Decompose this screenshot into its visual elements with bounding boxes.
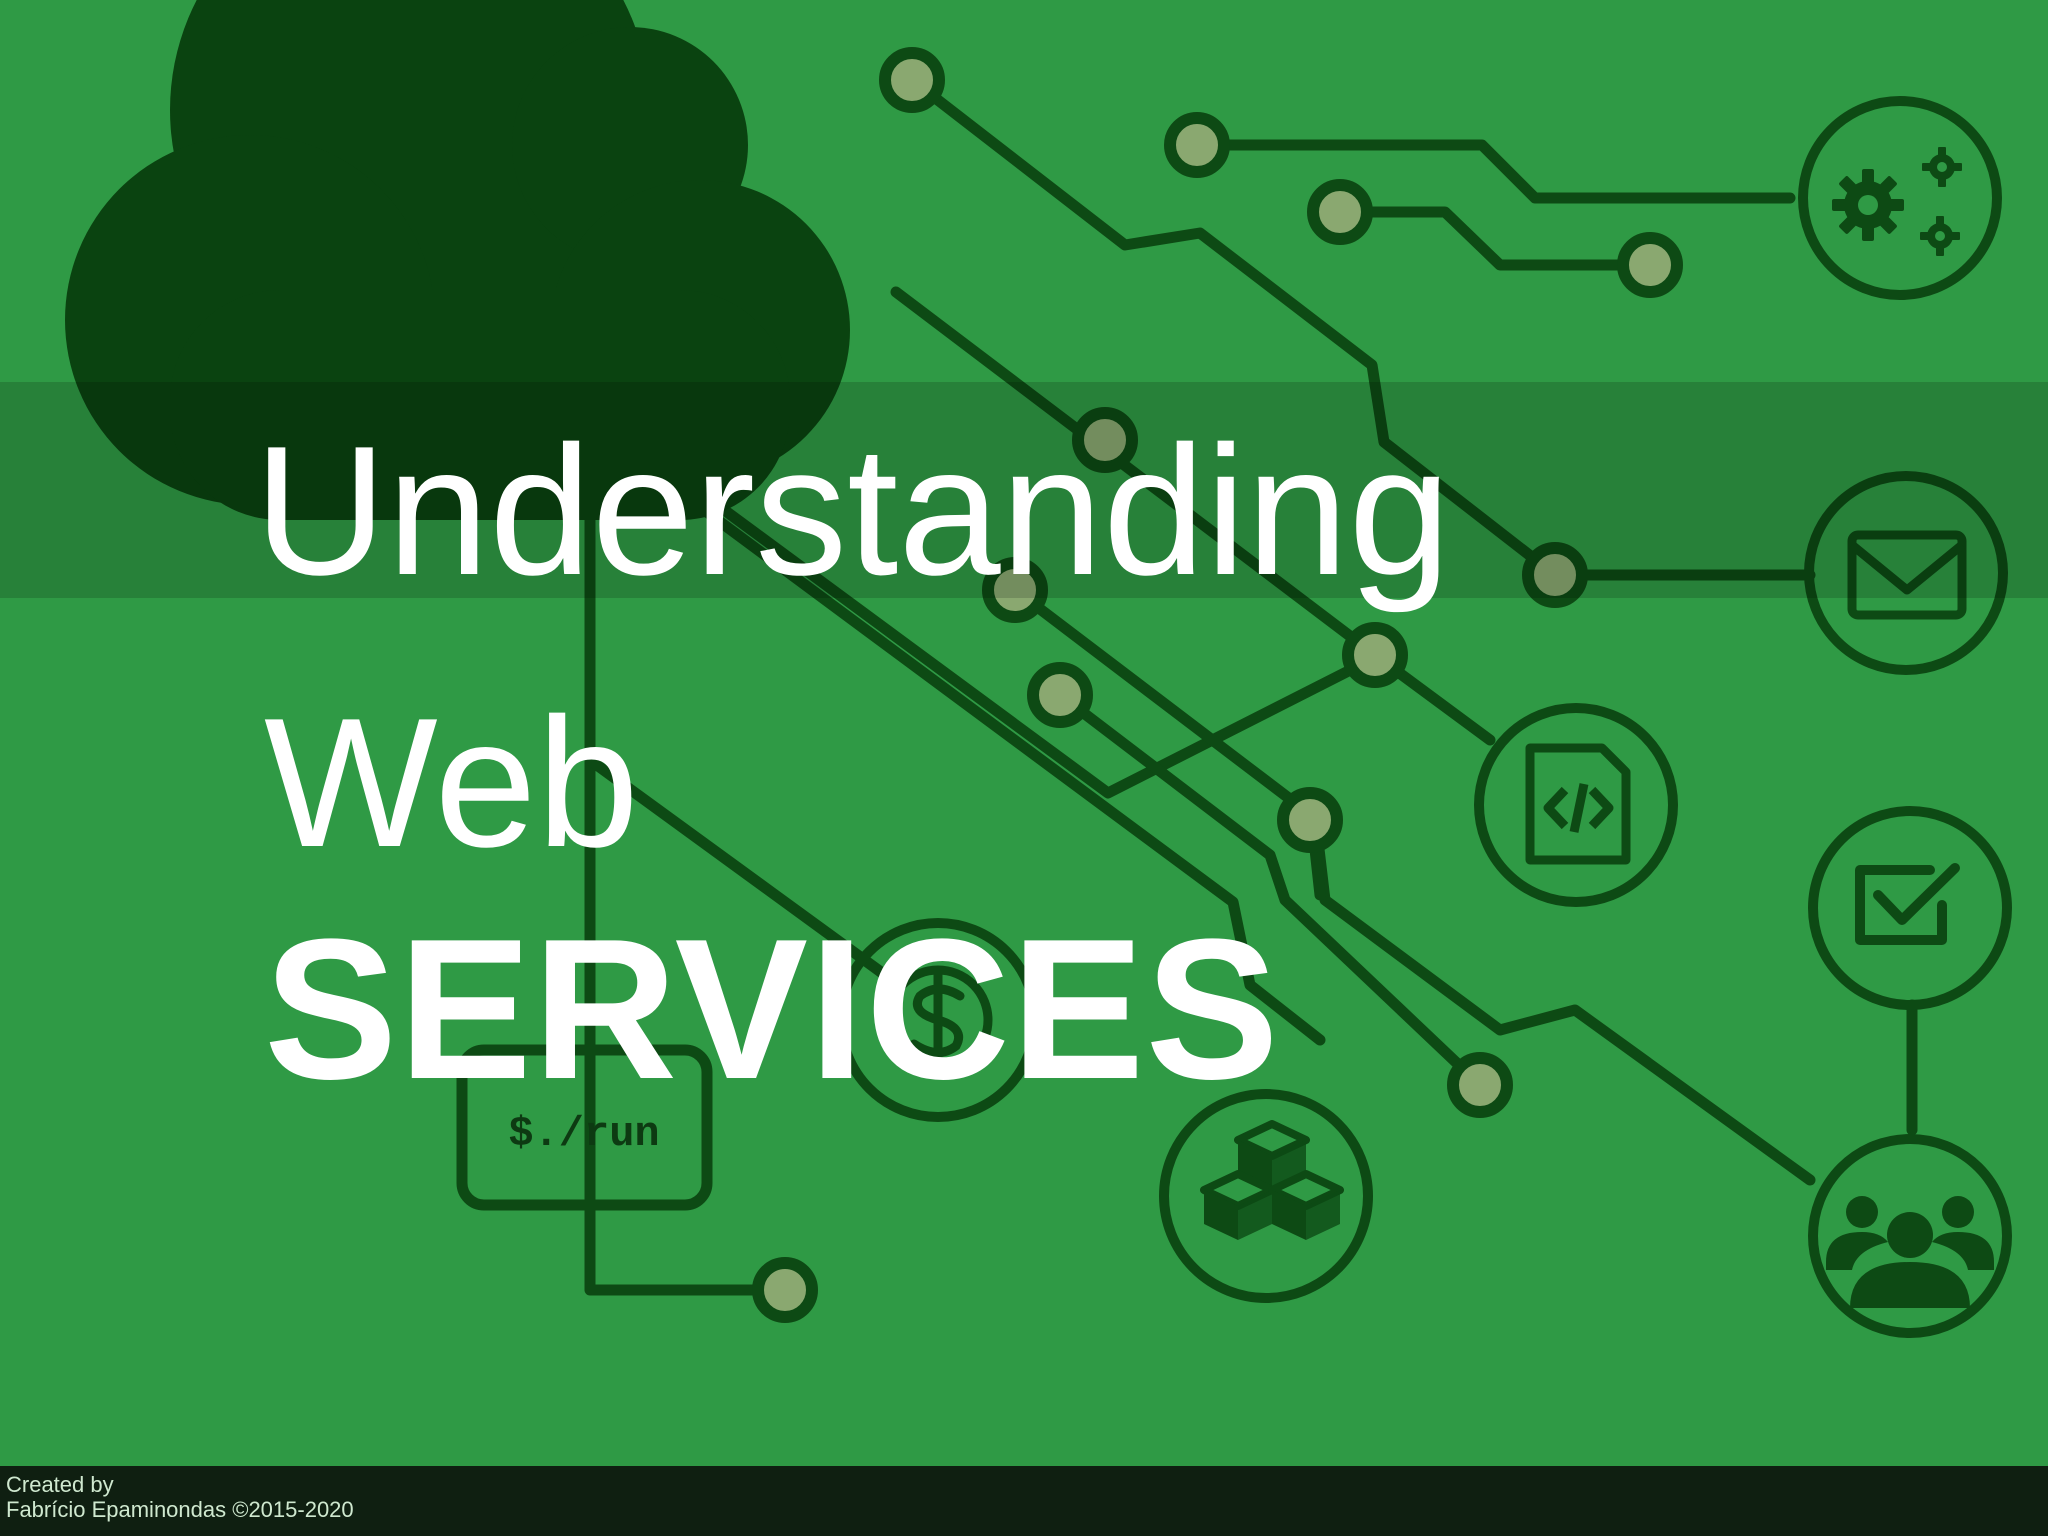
title-line-web: Web: [264, 679, 640, 885]
envelope-icon: [1847, 530, 1967, 620]
footer-created-by: Created by: [6, 1472, 114, 1497]
dollar-coin-icon: [883, 965, 993, 1075]
gears-icon: [1832, 147, 1962, 256]
title-line-understanding: Understanding: [254, 407, 1451, 613]
terminal-icon: [456, 1044, 713, 1211]
title-band: [0, 382, 2048, 598]
footer-author: Fabrício Epaminondas ©2015-2020: [6, 1497, 354, 1522]
terminal-text: $./run: [508, 1110, 660, 1158]
circuit-nodes: [752, 47, 1683, 1323]
icon-circles: [836, 96, 2012, 1338]
cubes-icon: [1200, 1120, 1344, 1240]
team-icon: [1826, 1196, 1994, 1308]
title-line-services: SERVICES: [264, 898, 1280, 1121]
code-file-icon: [1525, 743, 1631, 865]
checkbox-icon: [1855, 863, 1960, 945]
footer-bar: Created by Fabrício Epaminondas ©2015-20…: [0, 1466, 2048, 1536]
cloud-icon: [65, 0, 850, 520]
circuit-traces: [584, 74, 1918, 1296]
